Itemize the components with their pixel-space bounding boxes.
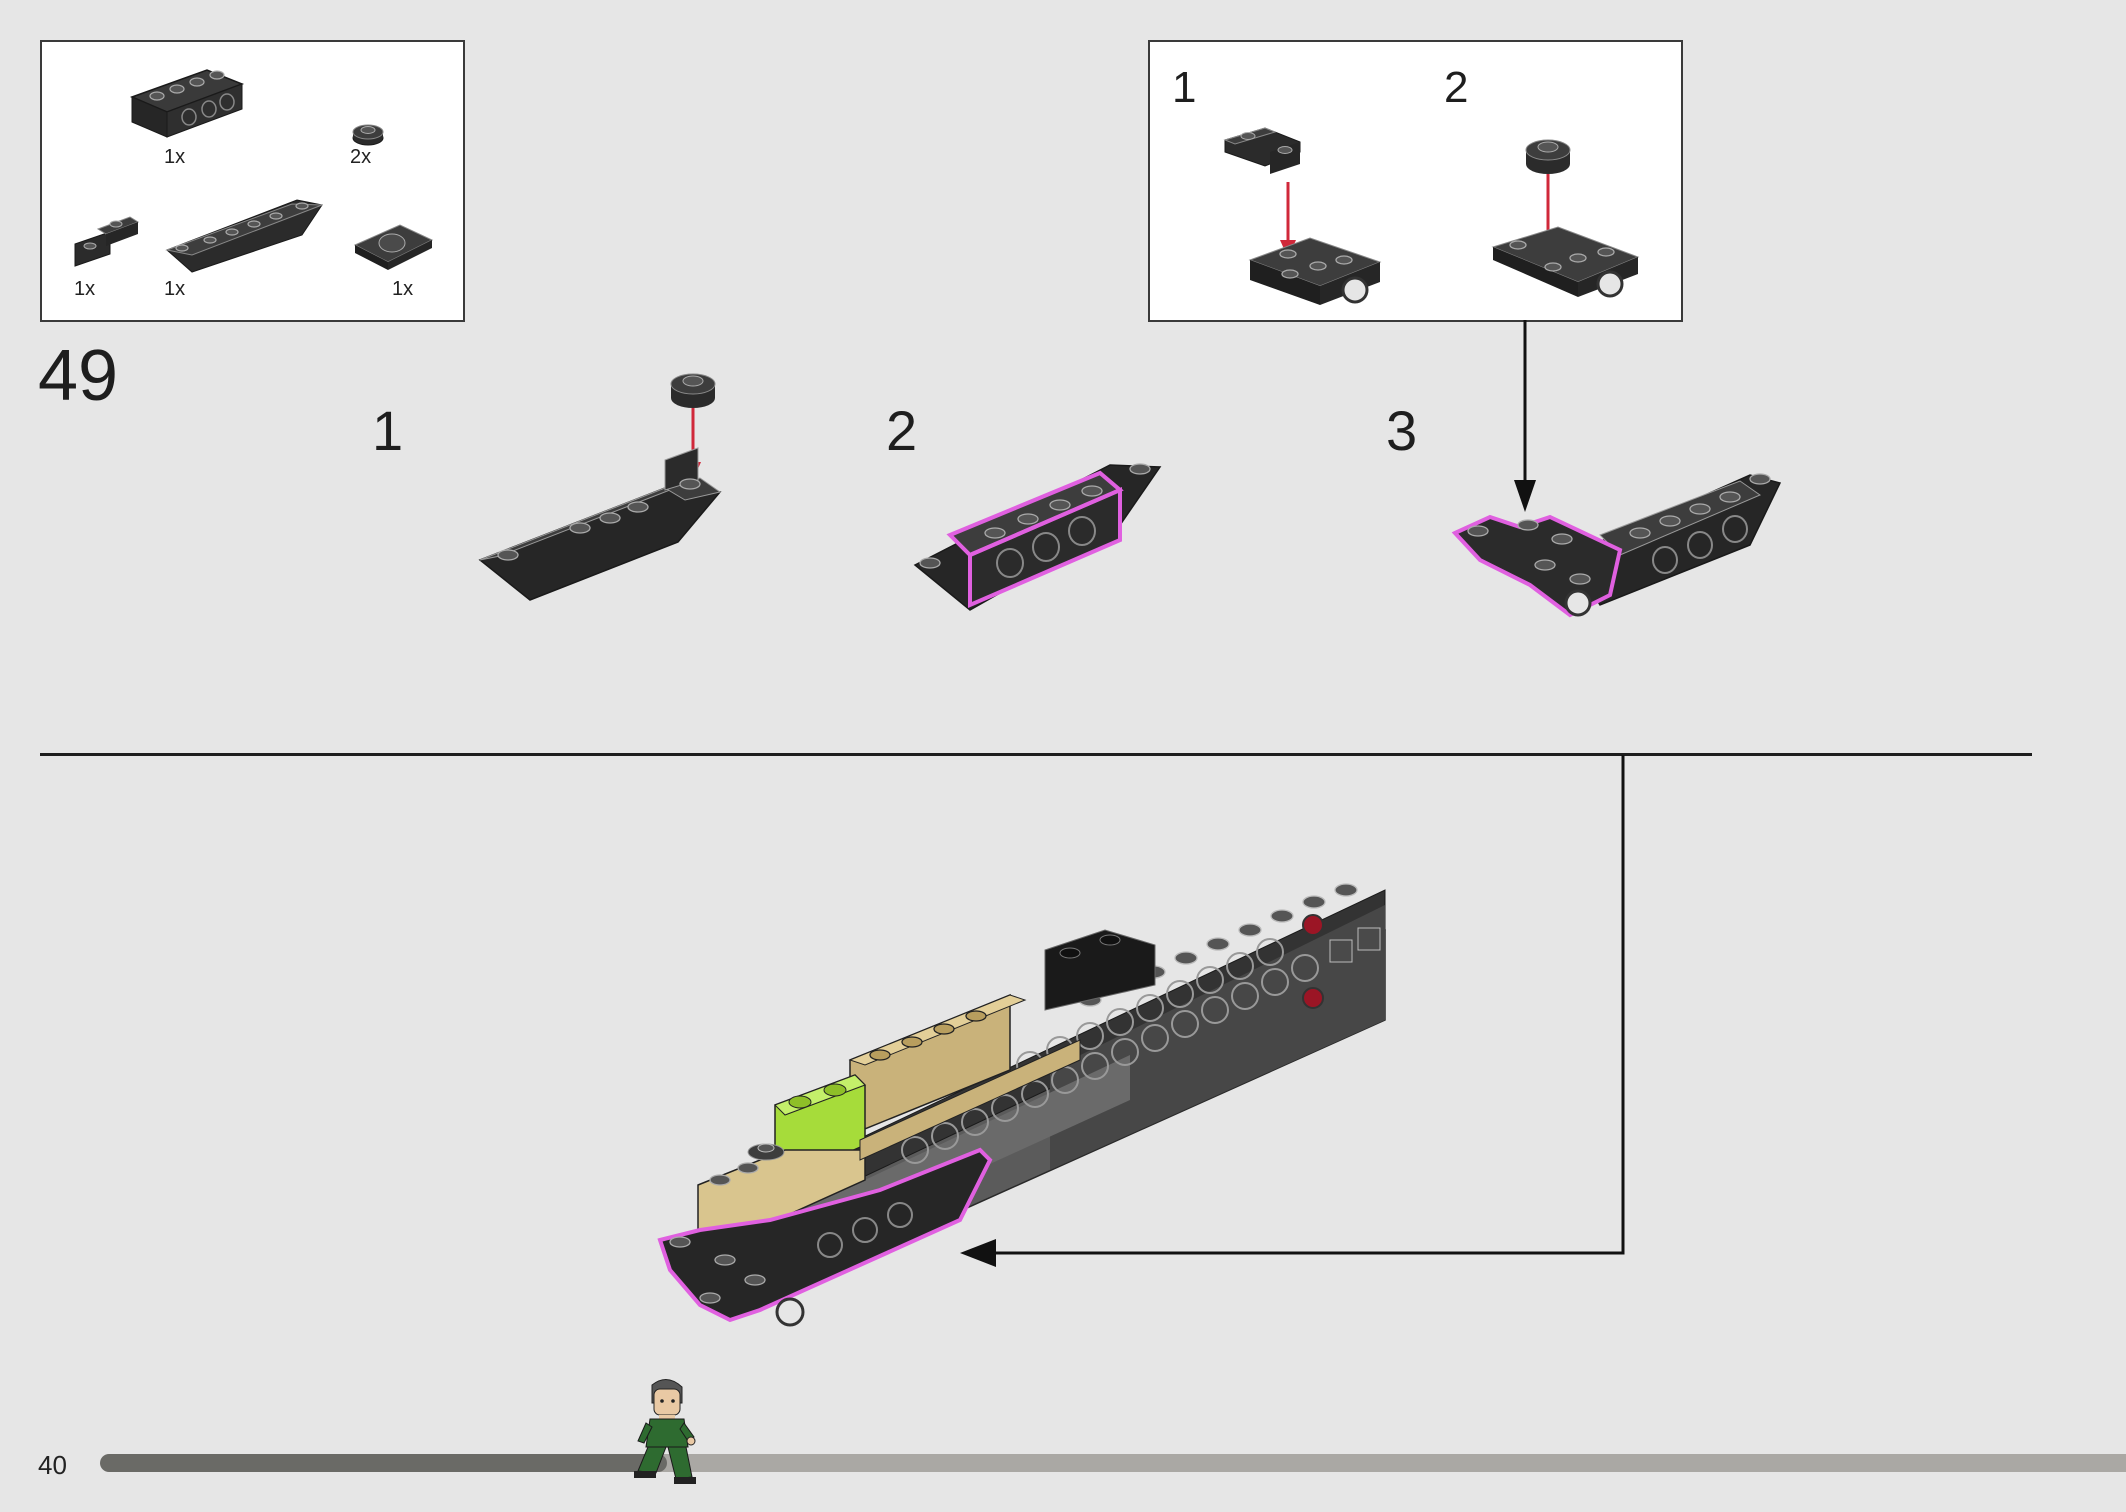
- progress-bar: [100, 1454, 2126, 1472]
- sub-step-1-number: 1: [372, 399, 404, 462]
- inverted-slope-plate-icon: [165, 199, 323, 273]
- step-number: 49: [38, 336, 119, 416]
- page-number: 40: [38, 1450, 67, 1480]
- sub-step-2-illustration: [913, 463, 1162, 611]
- qty-inverted-slope-plate: 1x: [164, 278, 186, 300]
- sub-step-2-number: 2: [886, 399, 918, 462]
- qty-bracket: 1x: [74, 278, 96, 300]
- callout-step-2-number: 2: [1444, 63, 1469, 112]
- callout-box: 1 2: [1148, 40, 1683, 322]
- plate-pin-hole-icon: [353, 224, 434, 270]
- qty-technic-brick: 1x: [164, 146, 186, 168]
- sub-step-3-illustration: [1451, 473, 1782, 618]
- callout-step-1-illustration: [1223, 127, 1382, 305]
- qty-plate-pin-hole: 1x: [392, 278, 414, 300]
- callout-connector-arrow: [1514, 320, 1536, 512]
- callout-step-1-number: 1: [1172, 63, 1197, 112]
- assembly-connector-arrow: [960, 755, 1625, 1267]
- step-divider-line: [40, 753, 2032, 756]
- round-plate-icon: [352, 124, 384, 146]
- qty-round-plate: 2x: [350, 146, 372, 168]
- minifig-progress-marker: [634, 1379, 697, 1484]
- main-assembly-illustration: [657, 883, 1386, 1327]
- sub-step-1-illustration: [478, 373, 722, 601]
- parts-list-box: 1x 2x 1x 1x 1x: [40, 40, 465, 322]
- technic-brick-icon: [129, 69, 245, 138]
- bracket-icon: [74, 216, 140, 267]
- progress-fill: [100, 1454, 668, 1472]
- callout-step-2-illustration: [1491, 139, 1640, 298]
- sub-step-3-number: 3: [1386, 399, 1418, 462]
